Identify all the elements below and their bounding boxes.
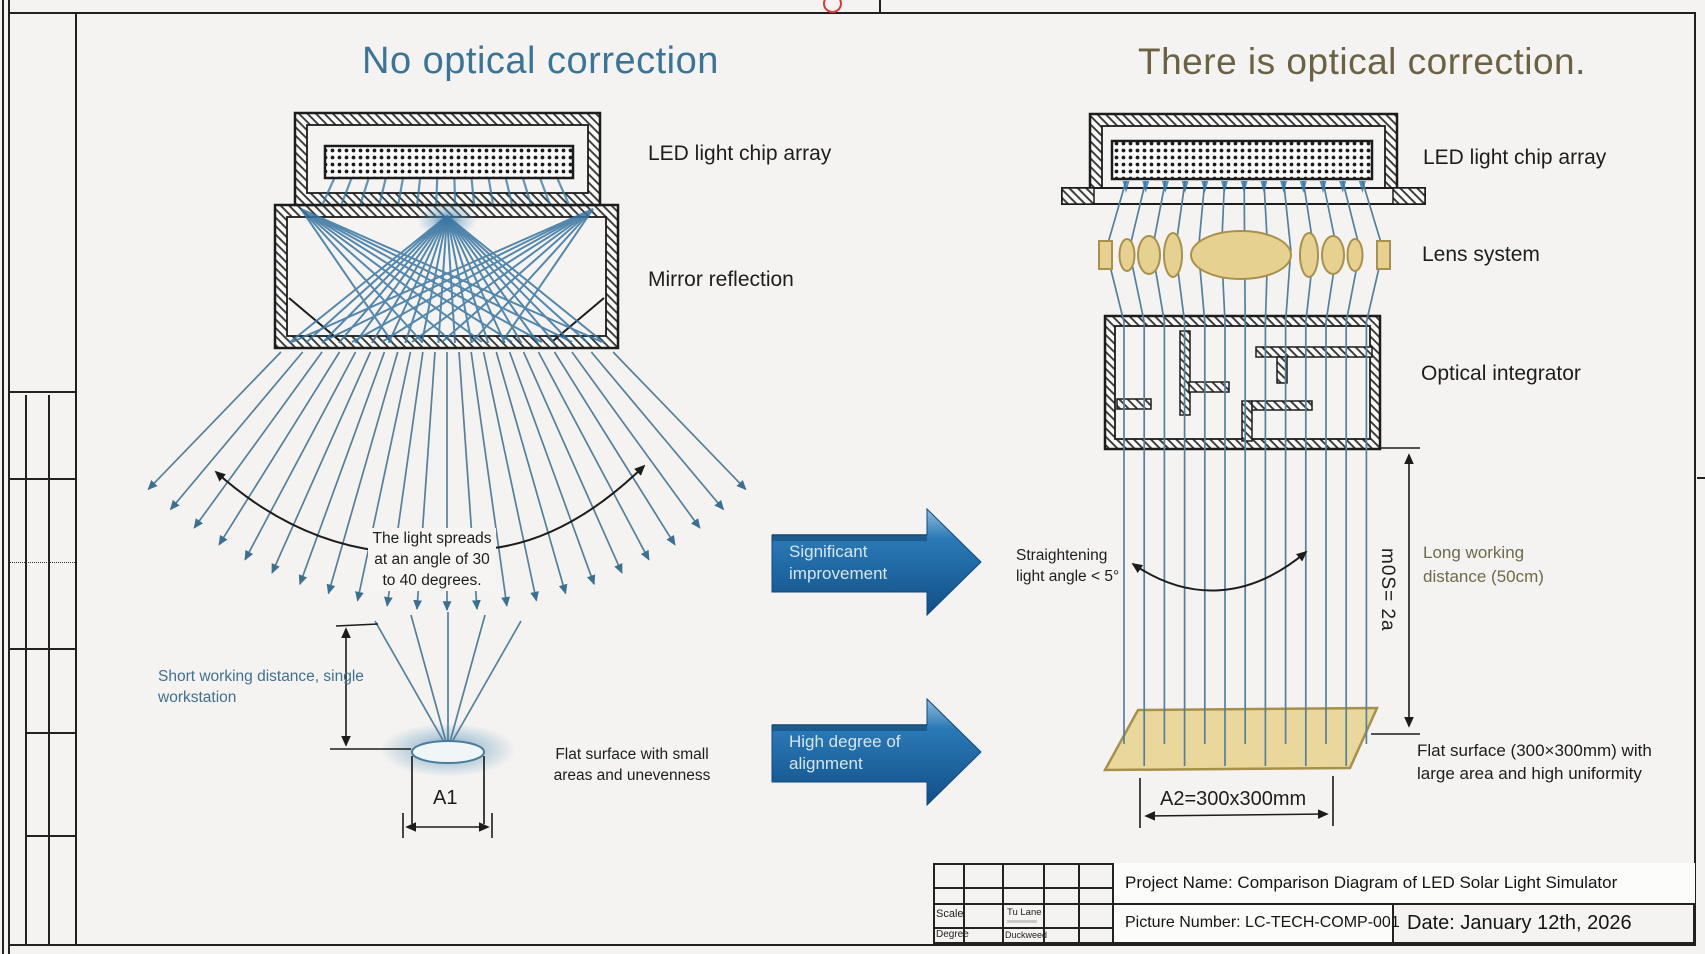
right-margin-tick	[1697, 477, 1705, 479]
scale-label: Scale	[936, 908, 964, 920]
project-name-text: Project Name: Comparison Diagram of LED …	[1125, 873, 1618, 892]
picture-number-cell: Picture Number: LC-TECH-COMP-001	[1112, 905, 1400, 942]
drafter-name: Tu Lane	[1007, 907, 1042, 918]
drawing-frame	[75, 12, 1696, 946]
top-margin-tick	[879, 0, 881, 13]
project-name-cell: Project Name: Comparison Diagram of LED …	[1112, 863, 1695, 905]
date-text: Date: January 12th, 2026	[1407, 912, 1632, 934]
degree-label: Degree	[936, 929, 969, 940]
picture-number-text: Picture Number: LC-TECH-COMP-001	[1125, 914, 1400, 931]
date-cell: Date: January 12th, 2026	[1392, 905, 1695, 942]
checker-name: Duckweed	[1005, 930, 1048, 940]
red-revision-mark	[823, 0, 842, 13]
